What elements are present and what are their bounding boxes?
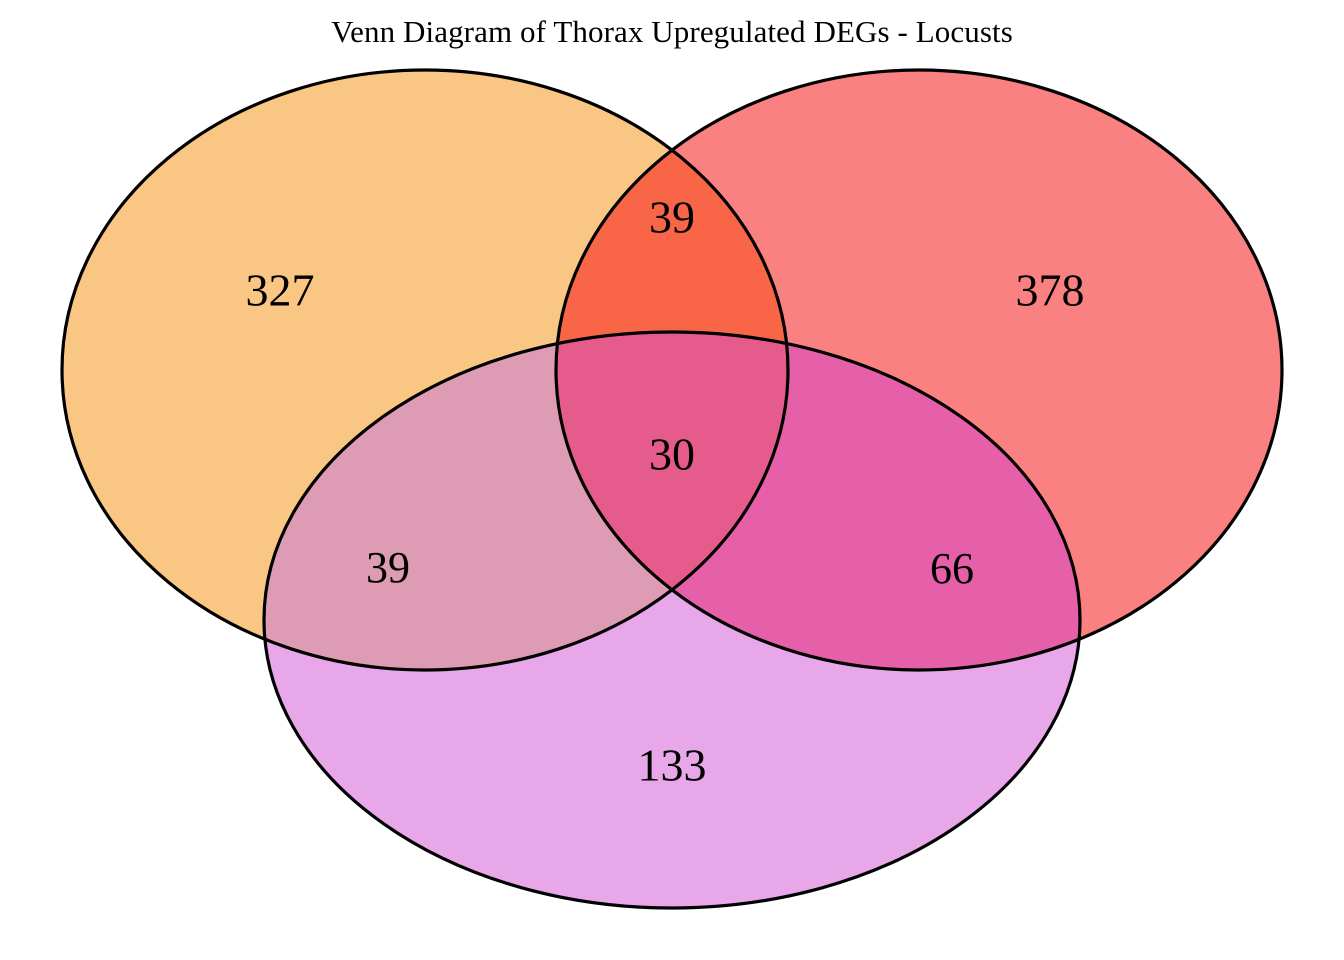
venn-set-outlines xyxy=(60,68,1284,910)
region-label-b-only: 378 xyxy=(1016,265,1085,316)
set-b-outline xyxy=(554,68,1284,672)
set-a-outline xyxy=(60,68,790,672)
page-title: Venn Diagram of Thorax Upregulated DEGs … xyxy=(331,14,1013,49)
region-label-abc: 30 xyxy=(649,429,695,480)
region-label-bc: 66 xyxy=(930,544,974,593)
region-label-ab: 39 xyxy=(649,192,695,243)
set-c-outline xyxy=(262,330,1082,910)
venn-region-labels: 327 39 378 39 30 66 133 xyxy=(246,192,1085,791)
region-label-a-only: 327 xyxy=(246,265,315,316)
region-label-ac: 39 xyxy=(366,543,410,592)
region-label-c-only: 133 xyxy=(638,740,707,791)
